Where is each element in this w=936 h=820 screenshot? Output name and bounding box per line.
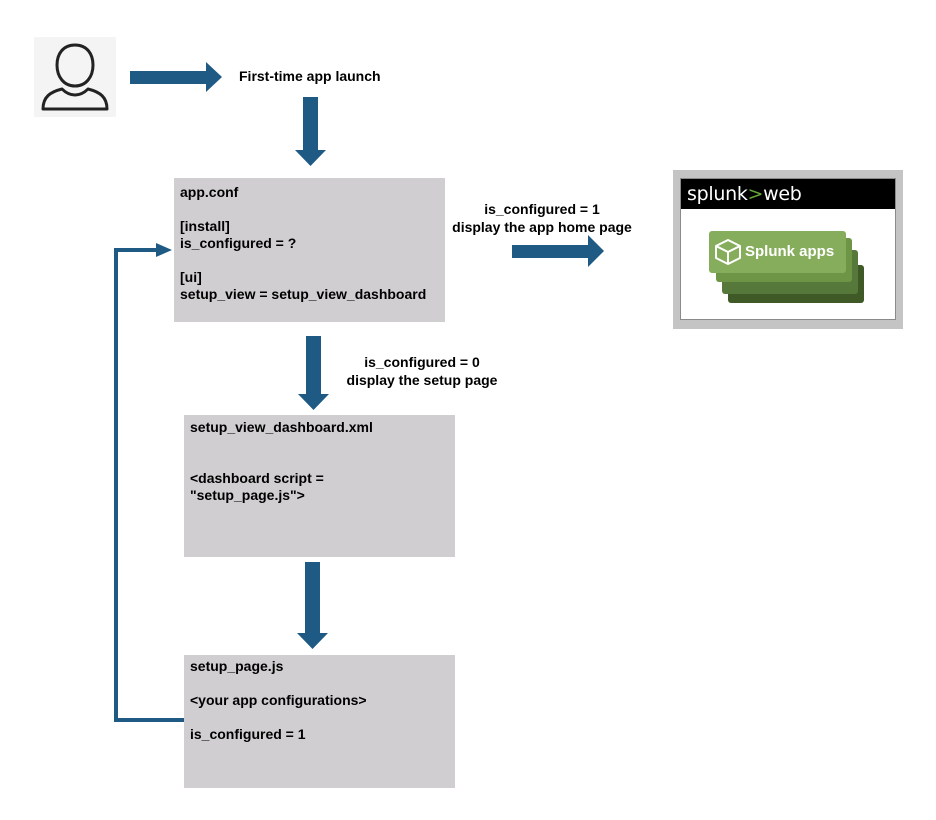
package-icon: [715, 239, 741, 265]
apps-card-front: Splunk apps: [709, 231, 846, 273]
setup-view-line-1: setup_view_dashboard.xml: [190, 419, 373, 435]
arrow-down-to-setup-view: [298, 336, 329, 410]
app-conf-line-7: setup_view = setup_view_dashboard: [180, 286, 427, 302]
setup-page-line-5: is_configured = 1: [190, 726, 306, 742]
app-conf-box: app.conf [install] is_configured = ? [ui…: [174, 178, 445, 322]
arrow-right-to-home: [512, 235, 604, 267]
arrow-right-launch: [130, 62, 222, 92]
setup-page-box: setup_page.js <your app configurations> …: [184, 655, 455, 788]
loop-back-line: [114, 248, 184, 722]
setup-view-line-4: <dashboard script =: [190, 470, 324, 486]
setup-page-line-2: [190, 675, 449, 692]
setup-page-line-4: [190, 709, 449, 726]
configured-no-line-1: is_configured = 0: [364, 354, 480, 370]
splunk-web-text: web: [763, 183, 802, 205]
app-conf-line-6: [ui]: [180, 269, 202, 285]
configured-yes-line-1: is_configured = 1: [484, 201, 600, 217]
arrow-down-to-app-conf: [295, 97, 326, 166]
splunk-gt: >: [747, 183, 764, 205]
app-conf-line-3: [install]: [180, 218, 230, 234]
setup-view-line-3: [190, 453, 449, 470]
setup-page-line-3: <your app configurations>: [190, 692, 367, 708]
loop-back-arrowhead: [156, 243, 172, 257]
configured-no-label: is_configured = 0 display the setup page: [332, 353, 512, 389]
app-conf-line-4: is_configured = ?: [180, 235, 297, 251]
launch-label: First-time app launch: [239, 68, 381, 84]
splunk-apps-label: Splunk apps: [745, 243, 835, 260]
app-conf-line-2: [180, 201, 439, 218]
splunk-brand: splunk: [687, 183, 748, 205]
setup-view-box: setup_view_dashboard.xml <dashboard scri…: [184, 415, 455, 557]
configured-yes-label: is_configured = 1 display the app home p…: [437, 200, 647, 236]
setup-page-line-1: setup_page.js: [190, 658, 284, 674]
user-tile: [34, 37, 116, 117]
app-conf-line-1: app.conf: [180, 184, 239, 200]
configured-no-line-2: display the setup page: [346, 372, 498, 388]
setup-view-line-5: "setup_page.js">: [190, 487, 305, 503]
splunk-web-header: splunk>web: [681, 179, 895, 209]
app-conf-line-5: [180, 252, 439, 269]
splunk-web-panel: splunk>web Splunk apps: [673, 170, 903, 329]
arrow-down-to-setup-page: [297, 562, 328, 649]
splunk-web-window: splunk>web Splunk apps: [680, 178, 896, 320]
setup-view-line-2: [190, 436, 449, 453]
configured-yes-line-2: display the app home page: [452, 219, 632, 235]
user-icon: [41, 43, 109, 111]
